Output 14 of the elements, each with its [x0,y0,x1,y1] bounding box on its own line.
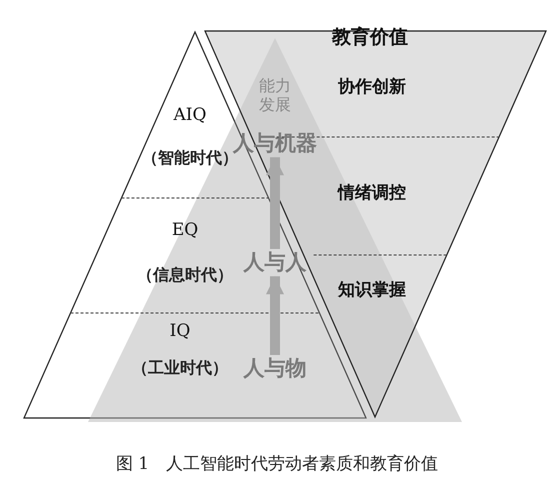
value-label: 情绪调控 [338,183,406,204]
era-label: （信息时代） [137,265,233,285]
heading: 教育价值 [332,26,408,49]
level-label: AIQ [172,105,208,126]
pyramid-label: 能力发展 [258,76,292,114]
level-label: IQ [168,321,192,342]
value-label: 协作创新 [338,77,406,98]
level-label: EQ [170,220,200,240]
value-label: 知识掌握 [338,280,406,300]
relation-label: 人与物 [244,356,306,382]
era-label: （工业时代） [132,358,228,378]
arrow [266,276,284,355]
caption: 图 1 人工智能时代劳动者素质和教育价值 [114,453,440,475]
arrow [266,157,284,249]
